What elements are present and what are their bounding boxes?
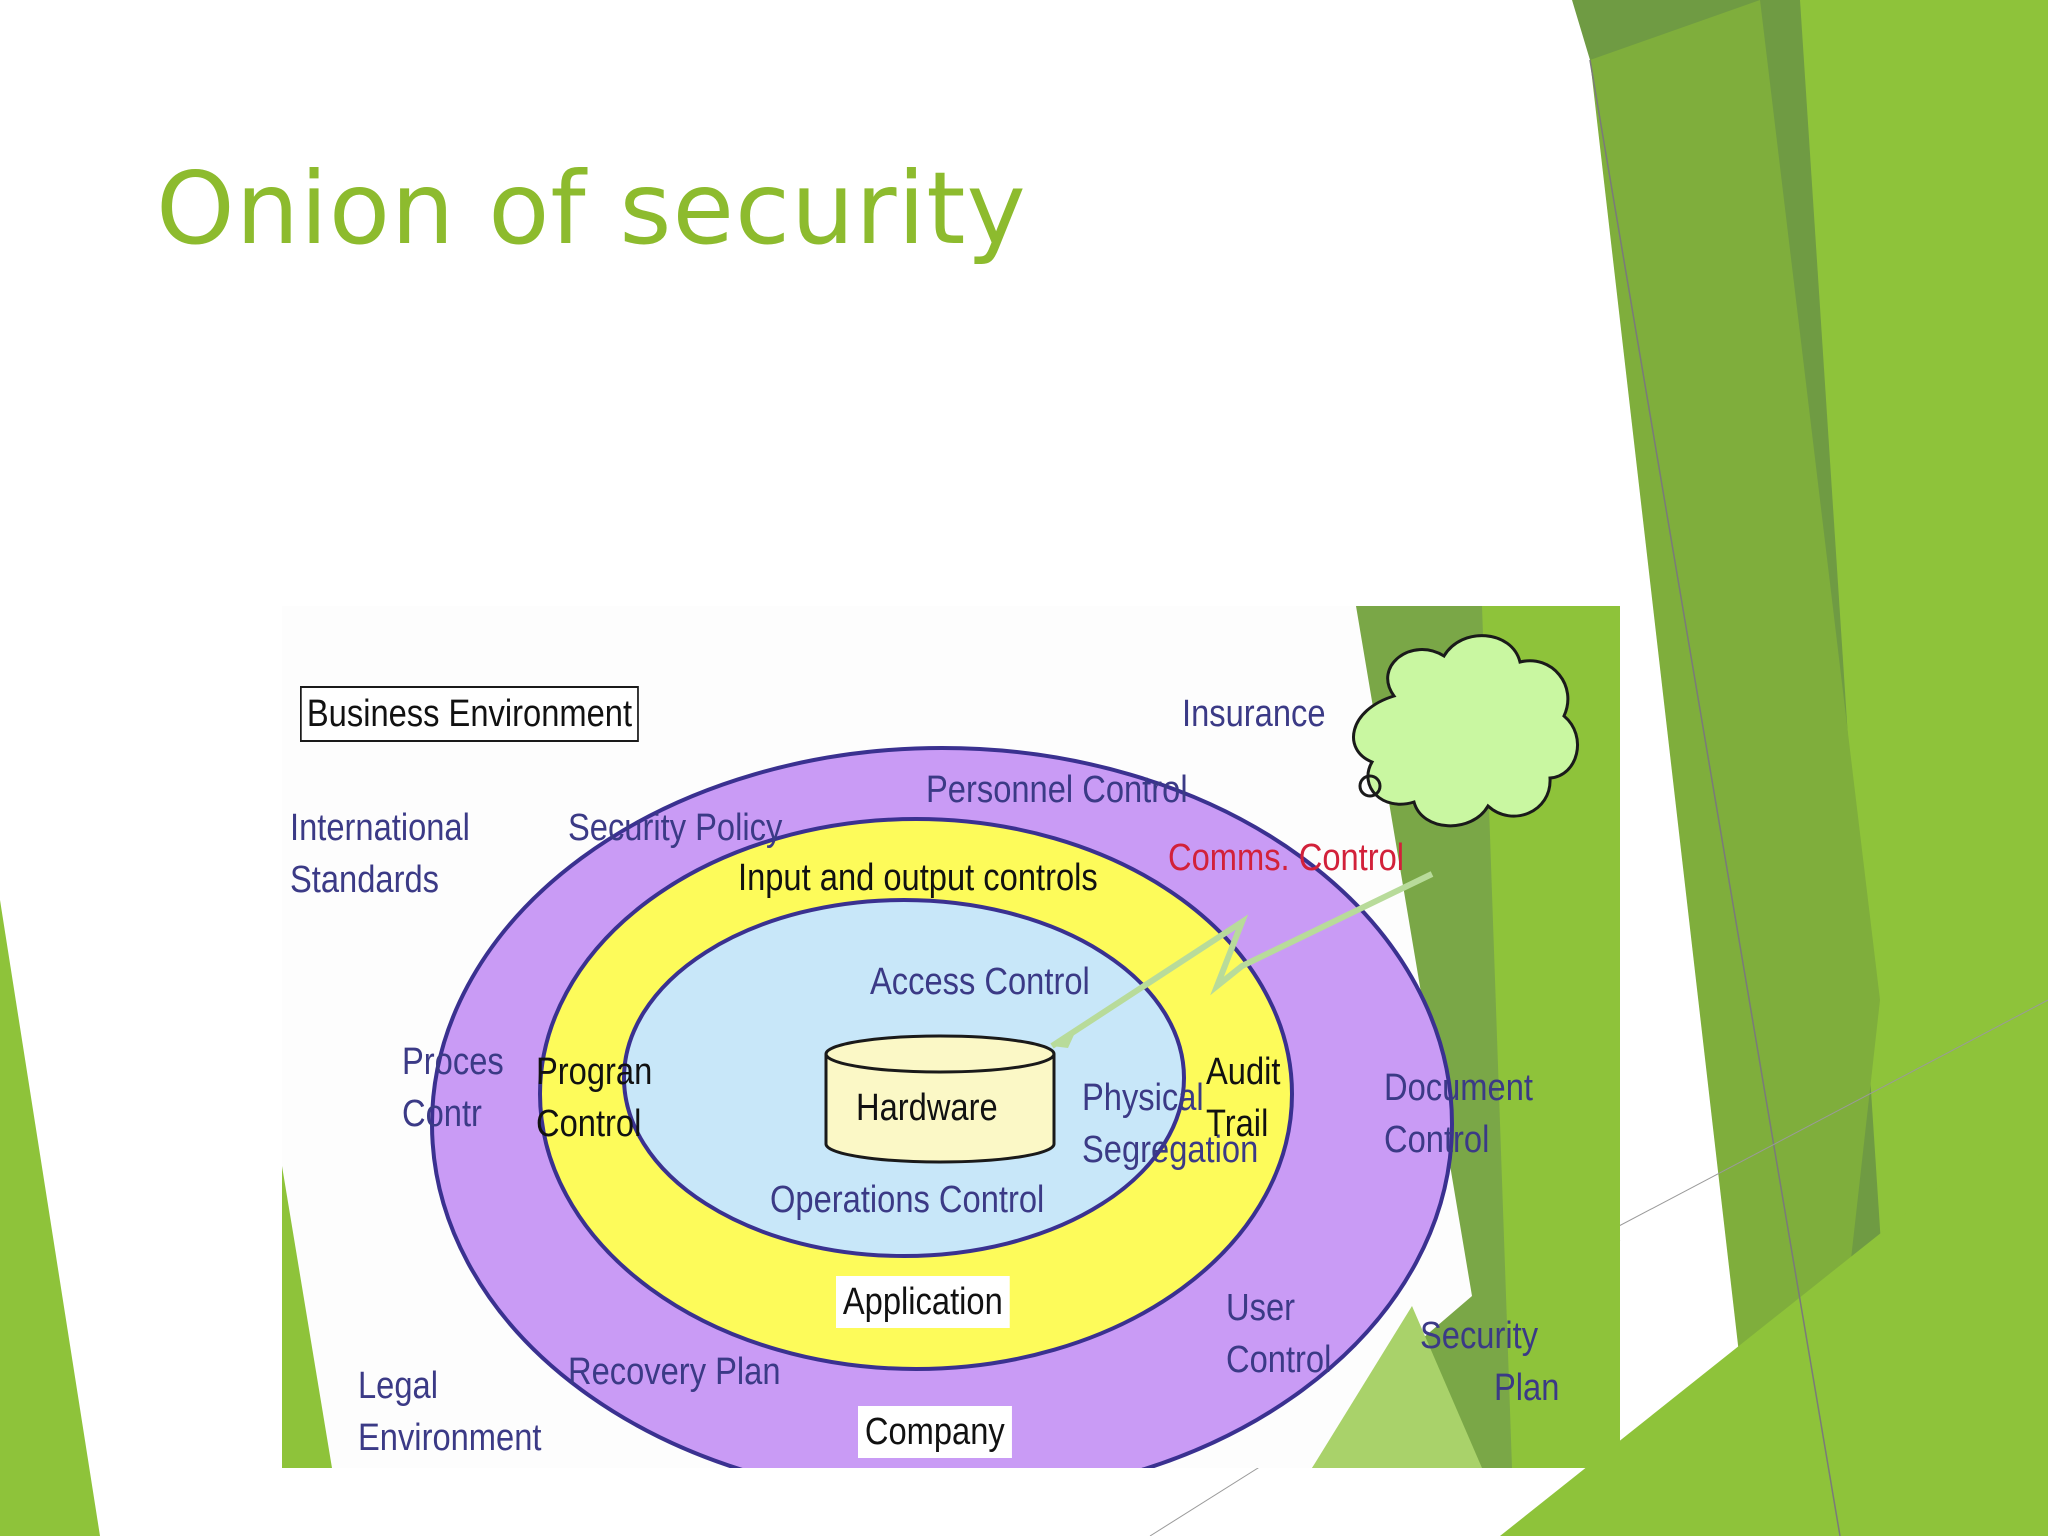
security-plan-label-1: Security xyxy=(1420,1315,1539,1357)
diagram-bg-green-left xyxy=(282,1166,332,1468)
input-output-controls-label: Input and output controls xyxy=(738,857,1098,899)
slide-title: Onion of security xyxy=(156,150,1027,267)
onion-diagram-graphics xyxy=(282,606,1620,1468)
decor-line-2 xyxy=(1599,999,2048,1237)
business-environment-label: Business Environment xyxy=(300,686,639,742)
document-control-label-2: Control xyxy=(1384,1119,1490,1161)
company-label: Company xyxy=(858,1406,1012,1458)
hardware-label: Hardware xyxy=(856,1087,998,1129)
user-control-label-1: User xyxy=(1226,1287,1296,1329)
insurance-label: Insurance xyxy=(1182,693,1326,735)
audit-trail-label-2: Trail xyxy=(1206,1103,1269,1145)
onion-diagram: Business Environment Insurance Personnel… xyxy=(282,606,1620,1468)
security-policy-label: Security Policy xyxy=(568,807,783,849)
document-control-label-1: Document xyxy=(1384,1067,1533,1109)
user-control-label-2: Control xyxy=(1226,1339,1332,1381)
security-plan-label-2: Plan xyxy=(1494,1367,1560,1409)
cloud-connector-icon xyxy=(1358,774,1382,798)
legal-environment-label-1: Legal xyxy=(358,1365,438,1407)
international-standards-label-1: International xyxy=(290,807,470,849)
green-accent-left xyxy=(0,900,100,1536)
program-control-label-2: Control xyxy=(536,1103,642,1145)
comms-control-label: Comms. Control xyxy=(1168,837,1405,879)
application-label: Application xyxy=(836,1276,1010,1328)
comms-link-arrowhead xyxy=(1052,1026,1078,1048)
access-control-label: Access Control xyxy=(870,961,1090,1003)
diagram-bg-green-right-light xyxy=(1482,606,1620,1468)
green-accent-right-mid xyxy=(1590,0,1880,1536)
operations-control-label: Operations Control xyxy=(770,1179,1045,1221)
process-control-label-1: Proces xyxy=(402,1041,504,1083)
recovery-plan-label: Recovery Plan xyxy=(568,1351,781,1393)
audit-trail-label-1: Audit xyxy=(1206,1051,1281,1093)
decor-line-1 xyxy=(1589,59,1841,1536)
green-accent-bottom xyxy=(1500,1100,2048,1536)
comms-link-arrow xyxy=(1050,871,1434,1049)
hardware-cylinder-top xyxy=(824,1034,1056,1074)
hardware-cylinder xyxy=(824,1054,1056,1164)
program-control-label-1: Progran xyxy=(536,1051,653,1093)
personnel-control-label: Personnel Control xyxy=(926,769,1188,811)
process-control-label-2: Contr xyxy=(402,1093,482,1135)
legal-environment-label-2: Environment xyxy=(358,1417,542,1459)
diagram-bg-green-right-pale xyxy=(1312,1306,1482,1468)
physical-segregation-label-2: Segregation xyxy=(1082,1129,1259,1171)
physical-segregation-label-1: Physical xyxy=(1082,1077,1204,1119)
international-standards-label-2: Standards xyxy=(290,859,439,901)
cloud-icon xyxy=(1352,634,1579,828)
